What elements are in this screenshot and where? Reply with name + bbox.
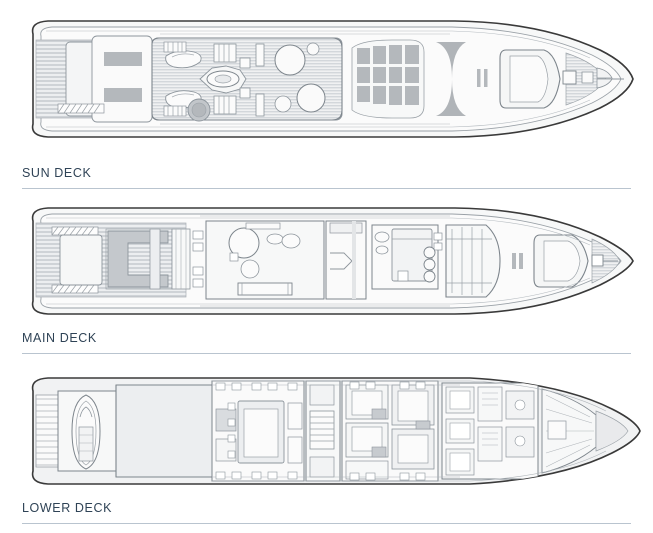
foredeck-sun-pad [533,234,589,288]
aft-panel-lower [104,88,142,102]
deck-section-sun: SUN DECK [0,0,653,195]
sun-deck-label: SUN DECK [22,166,92,180]
main-deck-label: MAIN DECK [22,331,97,345]
main-deck-divider [22,353,631,354]
side-lockers [192,230,204,288]
helm-seats [423,246,436,283]
round-seat-pad-large-fwd [296,83,326,113]
vip-stateroom [211,380,305,482]
stern-locker-block [59,234,103,286]
stern-rail-detail [57,103,105,114]
central-staircase [305,380,341,482]
lower-deck-divider [22,523,631,524]
forepeak-store [541,388,597,474]
salon-sofa-arms [241,283,289,295]
guest-cabins-block [341,380,439,482]
vent-slots [477,69,488,87]
aft-bulkhead-lines [175,229,187,289]
salon-side-table [229,252,239,262]
sun-deck-drawing [31,20,634,138]
small-side-table [239,57,251,69]
main-deck-drawing [31,207,634,315]
engine-room [115,384,213,478]
main-deck-bow-tip [599,236,634,286]
dining-table-group [199,65,247,94]
jacuzzi [187,98,211,122]
forward-console [499,49,561,109]
sun-deck-area-outline [151,37,343,121]
deck-hatches [215,381,426,481]
deck-section-main: MAIN DECK [0,195,653,365]
crew-quarters [441,382,539,480]
console-port [213,43,237,63]
grid-skylight [351,39,425,119]
hardtop-shade-panel [436,42,466,116]
lower-deck-label: LOWER DECK [22,501,113,515]
main-anchor-locker [591,254,618,267]
aft-panel-upper [104,52,142,66]
salon-sofa [237,282,293,296]
salon-dining-table [228,227,260,259]
lower-stern-steps [35,394,59,468]
lounger-rail-port [163,41,187,53]
salon-sideboard [245,222,281,230]
round-seat-pad-large-aft [274,44,306,76]
lounger-rail-starboard [163,105,187,117]
main-deck-seam-lines [46,215,591,307]
bar-counter-starboard [255,93,265,117]
galley-block [325,220,367,300]
console-starboard [213,95,237,115]
main-deck-vents [512,253,523,269]
lower-deck-bow-tip [611,408,641,454]
lower-bow-fill [595,410,629,452]
salon-coffee-table [240,259,260,279]
round-stool-fwd [274,95,292,113]
bar-counter-port [255,43,265,67]
salon-armchairs [266,233,301,249]
small-side-table-2 [239,87,251,99]
sun-deck-bow-tip [599,49,634,109]
deck-seam-lines [46,30,591,128]
deck-section-lower: LOWER DECK [0,365,653,533]
wheelhouse [445,224,501,298]
tender [71,394,101,470]
sun-deck-divider [22,188,631,189]
lower-deck-drawing [31,377,641,485]
anchor-windlass [562,67,624,89]
round-stool-aft [306,42,320,56]
aft-deck-table [149,228,161,290]
